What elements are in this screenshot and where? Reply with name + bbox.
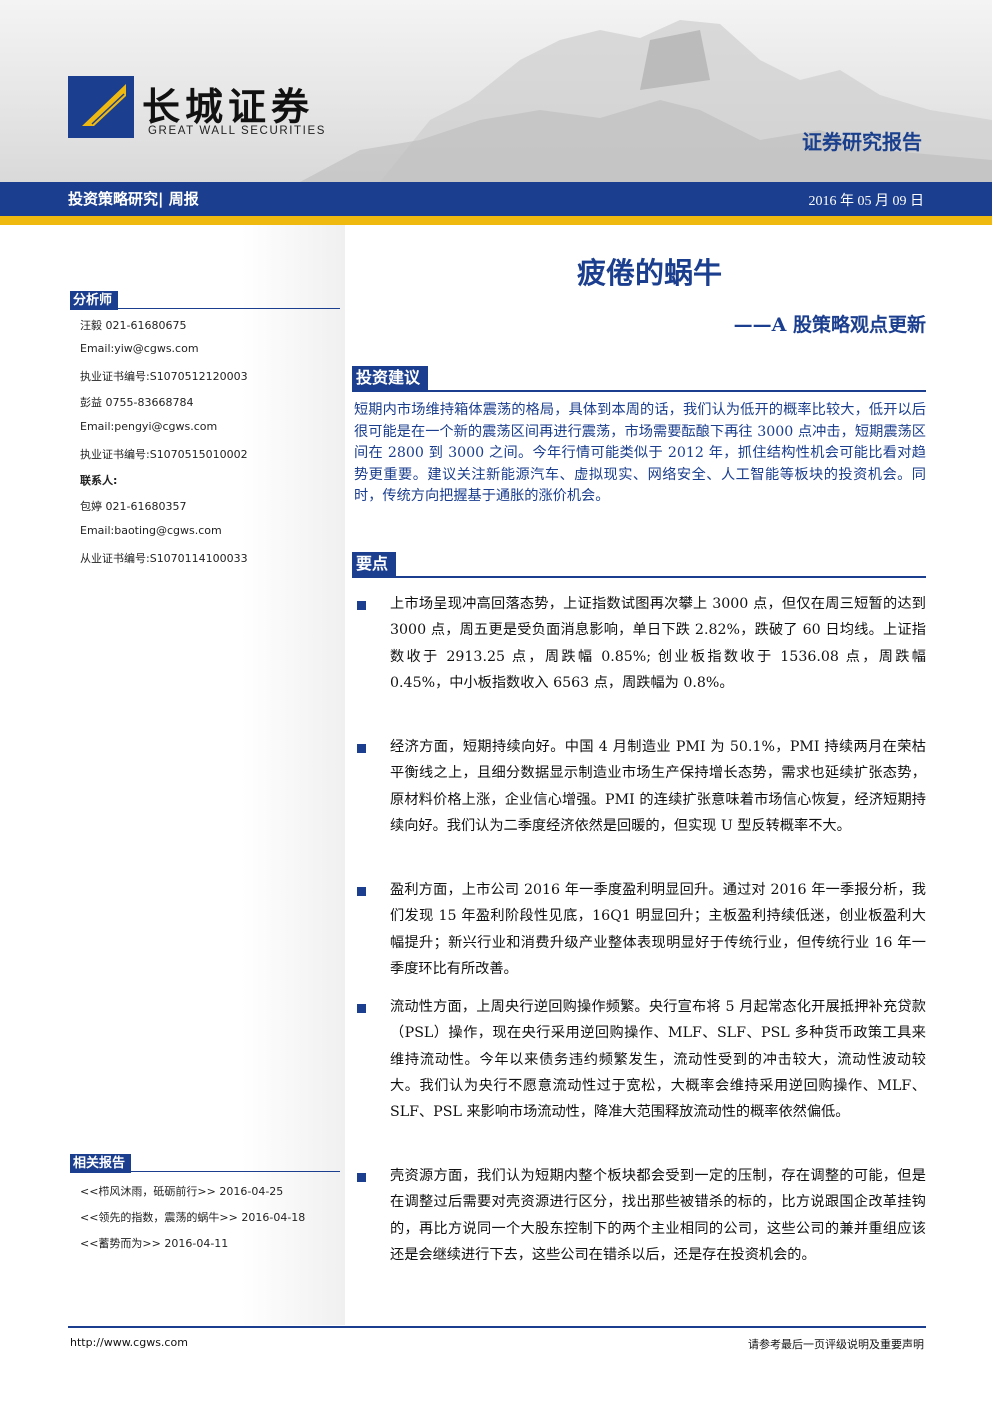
bullet-icon xyxy=(357,744,366,753)
analyst-line: 彭益 0755-83668784 xyxy=(80,396,194,409)
analyst-email[interactable]: Email:yiw@cgws.com xyxy=(80,342,199,355)
sidebar xyxy=(0,225,345,1325)
related-report-link[interactable]: <<栉风沐雨，砥砺前行>> 2016-04-25 xyxy=(80,1185,284,1198)
great-wall-mountains-image xyxy=(300,20,992,182)
brand-name-en: GREAT WALL SECURITIES xyxy=(148,125,327,137)
investment-advice-text: 短期内市场维持箱体震荡的格局，具体到本周的话，我们认为低开的概率比较大，低开以后… xyxy=(354,402,926,504)
report-title: 疲倦的蜗牛 xyxy=(576,256,722,290)
bullet-icon xyxy=(357,1004,366,1013)
great-wall-logo-icon xyxy=(68,76,134,138)
investment-advice-heading: 投资建议 xyxy=(352,366,926,392)
report-date: 2016 年 05 月 09 日 xyxy=(808,194,925,209)
related-report-link[interactable]: <<领先的指数，震荡的蜗牛>> 2016-04-18 xyxy=(80,1211,306,1224)
footer-divider xyxy=(68,1326,926,1328)
key-point: 壳资源方面，我们认为短期内整个板块都会受到一定的压制，存在调整的可能，但是在调整… xyxy=(390,1168,926,1263)
related-report-link[interactable]: <<蓄势而为>> 2016-04-11 xyxy=(80,1237,229,1250)
bullet-icon xyxy=(357,1173,366,1182)
key-point: 经济方面，短期持续向好。中国 4 月制造业 PMI 为 50.1%，PMI 持续… xyxy=(390,739,926,834)
analyst-email[interactable]: Email:pengyi@cgws.com xyxy=(80,420,218,433)
contact-line: 从业证书编号:S1070114100033 xyxy=(80,552,248,565)
bullet-icon xyxy=(357,601,366,610)
brand-name-cn: 长城证券 xyxy=(142,84,315,129)
footer-disclaimer-note: 请参考最后一页评级说明及重要声明 xyxy=(748,1338,924,1351)
key-point: 盈利方面，上市公司 2016 年一季度盈利明显回升。通过对 2016 年一季报分… xyxy=(390,882,926,977)
key-point: 流动性方面，上周央行逆回购操作频繁。央行宣布将 5 月起常态化开展抵押补充贷款（… xyxy=(390,999,926,1121)
report-subtitle: ——A 股策略观点更新 xyxy=(733,314,926,336)
analyst-line: 执业证书编号:S1070515010002 xyxy=(80,448,248,461)
bullet-icon xyxy=(357,887,366,896)
contact-email[interactable]: Email:baoting@cgws.com xyxy=(80,524,222,537)
footer-website-link[interactable]: http://www.cgws.com xyxy=(70,1336,188,1349)
report-category: 投资策略研究| 周报 xyxy=(68,190,199,208)
analyst-heading: 分析师 xyxy=(70,289,340,310)
contact-label: 联系人: xyxy=(80,474,118,487)
report-type-label: 证券研究报告 xyxy=(802,130,922,154)
key-points-heading: 要点 xyxy=(352,552,926,578)
key-point: 上市场呈现冲高回落态势，上证指数试图再次攀上 3000 点，但仅在周三短暂的达到… xyxy=(390,596,926,691)
related-reports-heading: 相关报告 xyxy=(70,1152,340,1173)
analyst-line: 汪毅 021-61680675 xyxy=(80,319,187,332)
report-header: 长城证券 GREAT WALL SECURITIES 证券研究报告 xyxy=(0,0,992,182)
category-bar: 投资策略研究| 周报 2016 年 05 月 09 日 xyxy=(0,182,992,225)
contact-line: 包婷 021-61680357 xyxy=(80,500,187,513)
analyst-line: 执业证书编号:S1070512120003 xyxy=(80,370,248,383)
